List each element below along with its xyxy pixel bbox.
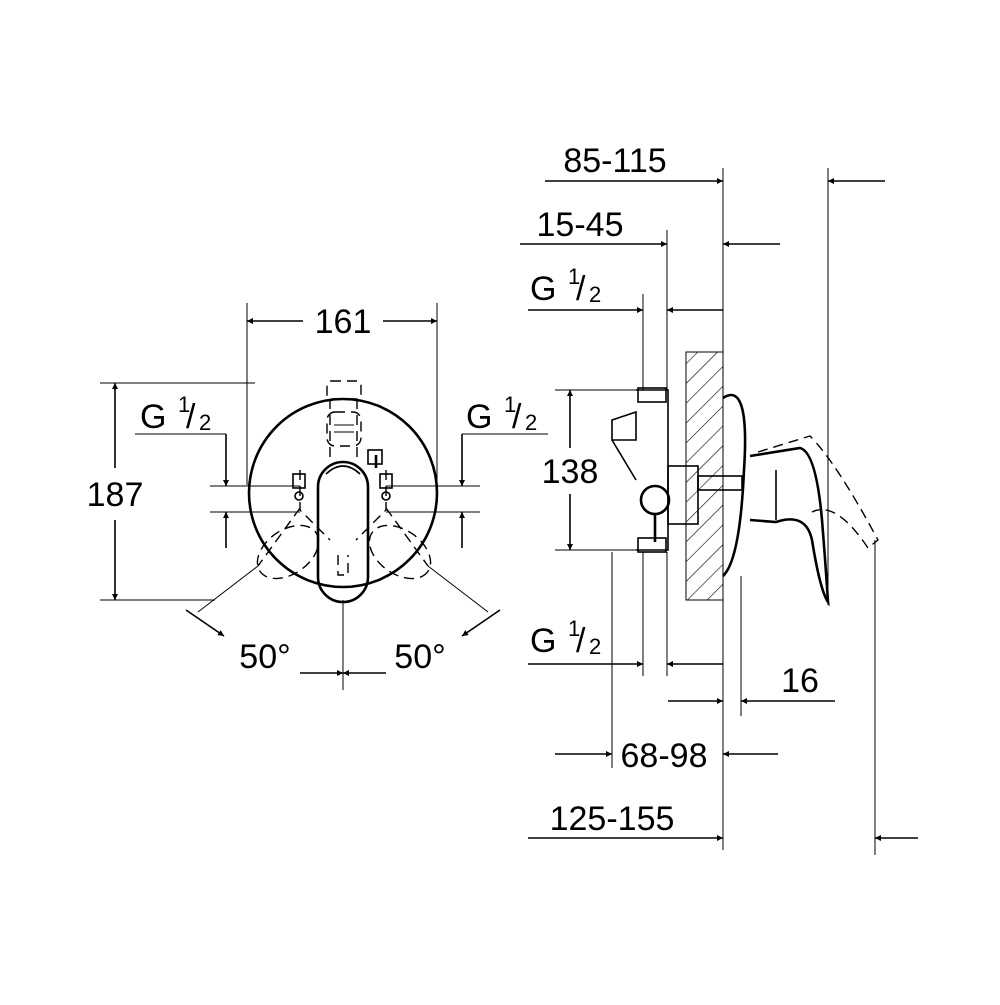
svg-text:/: /	[186, 398, 196, 436]
dim-height-138: 138	[542, 453, 599, 491]
rosette-outline	[247, 397, 439, 589]
hidden-valve-body	[256, 380, 432, 580]
label-connection-right: G 1 / 2	[466, 392, 537, 436]
svg-text:G: G	[466, 398, 492, 436]
dim-depth-125-155: 125-155	[550, 800, 675, 838]
dim-depth-15-45: 15-45	[537, 206, 624, 244]
svg-text:1: 1	[504, 392, 516, 417]
svg-text:2: 2	[589, 634, 601, 659]
svg-text:2: 2	[525, 410, 537, 435]
dim-depth-68-98: 68-98	[621, 737, 708, 775]
svg-text:1: 1	[178, 392, 190, 417]
side-view: 85-115 15-45 G 1 / 2 138 G 1 / 2	[520, 142, 918, 855]
lever-handle	[316, 460, 370, 604]
svg-text:/: /	[576, 622, 586, 660]
rosette-profile	[722, 393, 747, 577]
dim-height-187: 187	[87, 476, 144, 514]
svg-text:G: G	[530, 622, 556, 660]
svg-text:G: G	[140, 398, 166, 436]
valve-body	[611, 387, 743, 553]
label-connection-left: G 1 / 2	[140, 392, 211, 436]
lever-profile	[749, 435, 879, 607]
svg-text:2: 2	[589, 282, 601, 307]
svg-text:/: /	[512, 398, 522, 436]
label-connection-top: G 1 / 2	[530, 264, 601, 308]
svg-text:G: G	[530, 270, 556, 308]
mounting-screws	[292, 449, 393, 501]
dim-width-161: 161	[315, 303, 372, 341]
svg-text:1: 1	[568, 616, 580, 641]
label-connection-bottom: G 1 / 2	[530, 616, 601, 660]
svg-text:1: 1	[568, 264, 580, 289]
dim-rosette-16: 16	[781, 662, 819, 700]
dim-angle-left-50: 50°	[239, 638, 290, 676]
dim-depth-85-115: 85-115	[563, 142, 666, 180]
svg-text:/: /	[576, 270, 586, 308]
svg-text:2: 2	[199, 410, 211, 435]
dim-angle-right-50: 50°	[394, 638, 445, 676]
front-view: 161 187 G 1 / 2 G 1 / 2	[87, 303, 548, 690]
